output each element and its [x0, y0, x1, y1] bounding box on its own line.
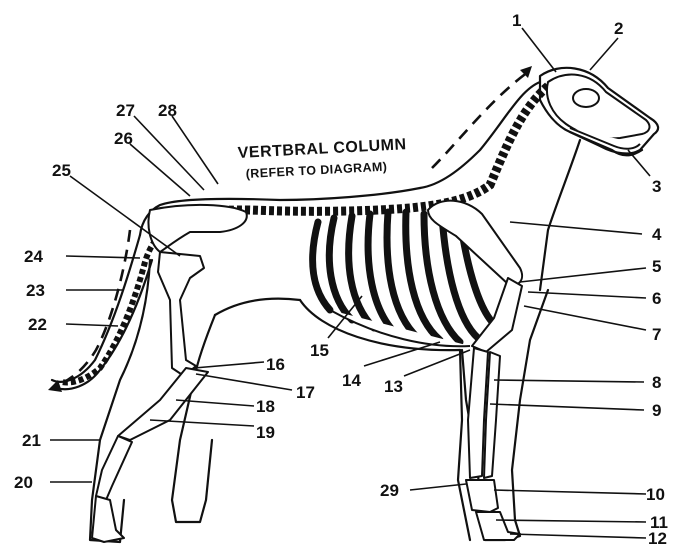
label-12: 12	[648, 529, 667, 548]
label-10: 10	[646, 485, 665, 504]
label-8: 8	[652, 373, 661, 392]
label-22: 22	[28, 315, 47, 334]
label-24: 24	[24, 247, 43, 266]
label-29: 29	[380, 481, 399, 500]
title-block: VERTBRAL COLUMN (REFER TO DIAGRAM)	[237, 136, 407, 181]
label-21: 21	[22, 431, 41, 450]
label-28: 28	[158, 101, 177, 120]
label-1: 1	[512, 11, 521, 30]
label-15: 15	[310, 341, 329, 360]
label-16: 16	[266, 355, 285, 374]
label-17: 17	[296, 383, 315, 402]
label-25: 25	[52, 161, 71, 180]
label-13: 13	[384, 377, 403, 396]
label-19: 19	[256, 423, 275, 442]
label-5: 5	[652, 257, 661, 276]
label-2: 2	[614, 19, 623, 38]
diagram-title: VERTBRAL COLUMN	[237, 136, 407, 162]
label-7: 7	[652, 325, 661, 344]
label-20: 20	[14, 473, 33, 492]
label-23: 23	[26, 281, 45, 300]
label-3: 3	[652, 177, 661, 196]
label-14: 14	[342, 371, 361, 390]
label-18: 18	[256, 397, 275, 416]
label-4: 4	[652, 225, 662, 244]
diagram-subtitle: (REFER TO DIAGRAM)	[245, 160, 387, 181]
label-6: 6	[652, 289, 661, 308]
label-26: 26	[114, 129, 133, 148]
label-9: 9	[652, 401, 661, 420]
skull	[547, 75, 650, 149]
hindleg-bones	[92, 205, 247, 542]
foreleg-bones	[428, 201, 522, 540]
label-27: 27	[116, 101, 135, 120]
